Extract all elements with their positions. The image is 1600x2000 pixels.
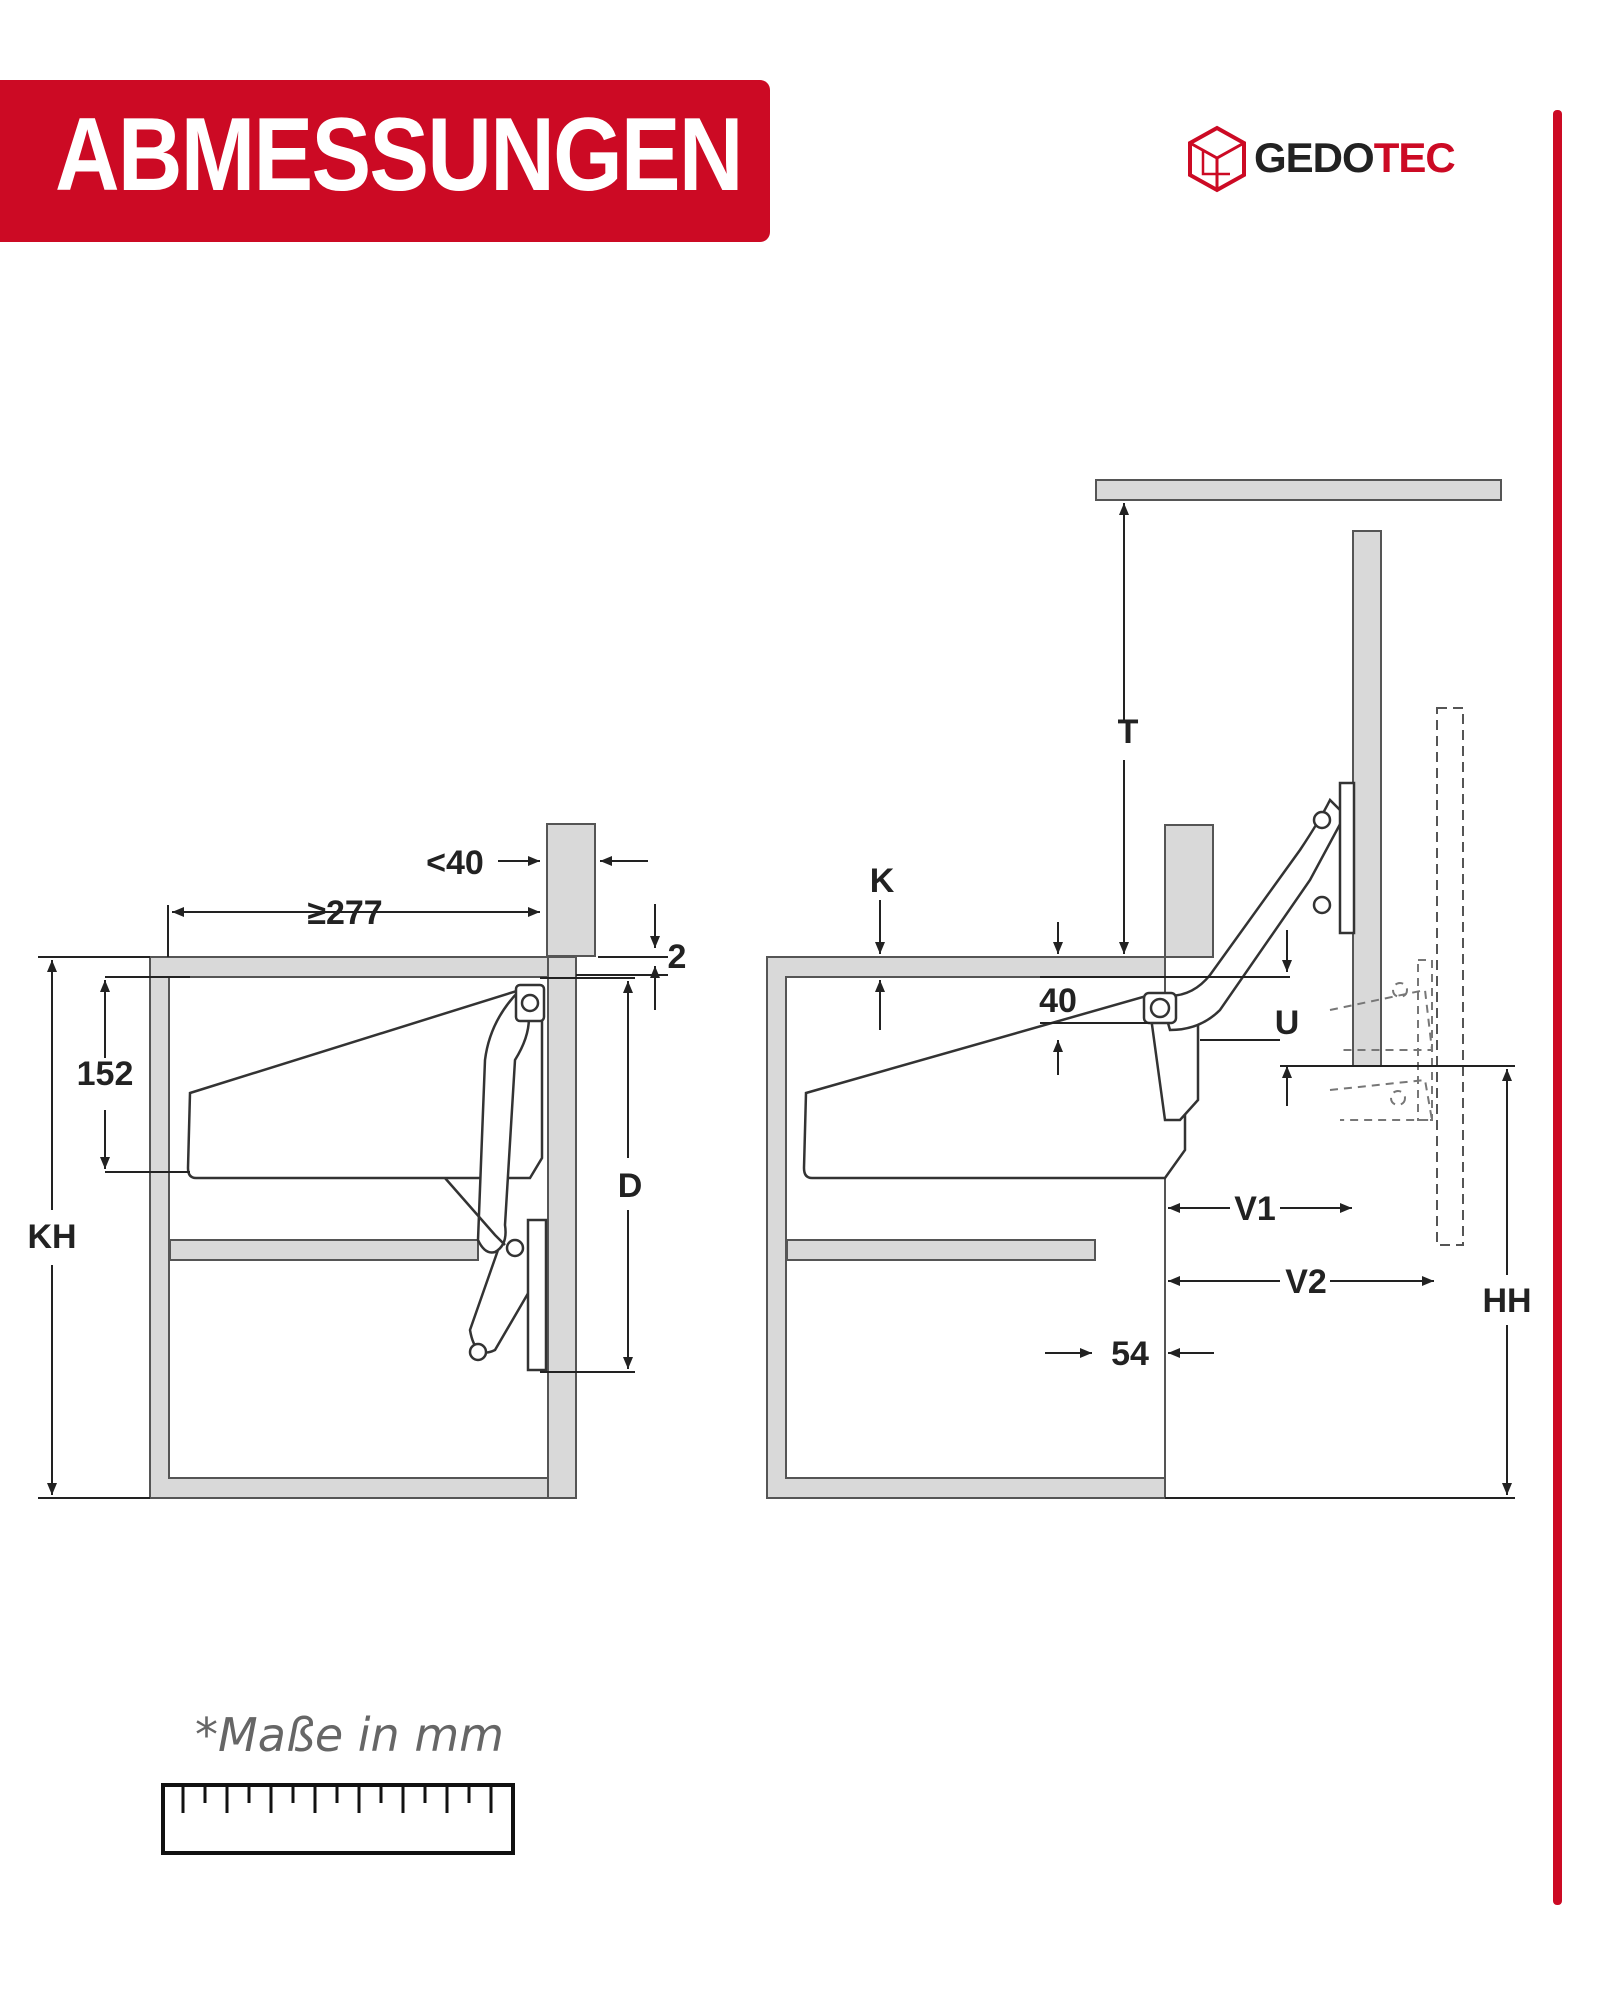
- brand-name-part2: TEC: [1373, 134, 1456, 181]
- label-2: 2: [668, 938, 687, 976]
- dimension-labels: <40 ≥277 2 152 KH D K T 40 U V1 V2 HH 54: [27, 713, 1531, 1373]
- label-t: T: [1118, 713, 1139, 751]
- label-kh: KH: [27, 1218, 76, 1256]
- label-54: 54: [1111, 1335, 1149, 1373]
- units-note: *Maße in mm: [195, 1708, 504, 1762]
- ruler-icon: [161, 1783, 515, 1855]
- brand-logo[interactable]: GEDOTEC: [1186, 124, 1486, 194]
- label-u: U: [1275, 1004, 1300, 1042]
- brand-name: GEDOTEC: [1254, 134, 1456, 182]
- label-k: K: [870, 862, 895, 900]
- label-lt40: <40: [426, 844, 484, 882]
- label-ge277: ≥277: [307, 894, 382, 932]
- gedotec-cube-icon: [1188, 125, 1246, 193]
- brand-name-part1: GEDO: [1254, 134, 1375, 181]
- left-dimension-lines: [38, 856, 668, 1499]
- label-v1: V1: [1234, 1190, 1276, 1228]
- left-lift-mechanism: [186, 983, 548, 1372]
- label-v2: V2: [1285, 1263, 1327, 1301]
- right-ghost-mechanism: [1329, 959, 1434, 1121]
- accent-line: [1553, 110, 1562, 1905]
- title-banner: ABMESSUNGEN: [0, 80, 770, 242]
- label-152: 152: [77, 1055, 134, 1093]
- label-40: 40: [1039, 982, 1077, 1020]
- label-d: D: [618, 1167, 643, 1205]
- right-dimension-lines: [875, 503, 1515, 1499]
- right-lift-mechanism: [802, 781, 1356, 1180]
- page-title: ABMESSUNGEN: [55, 97, 743, 213]
- label-hh: HH: [1482, 1282, 1531, 1320]
